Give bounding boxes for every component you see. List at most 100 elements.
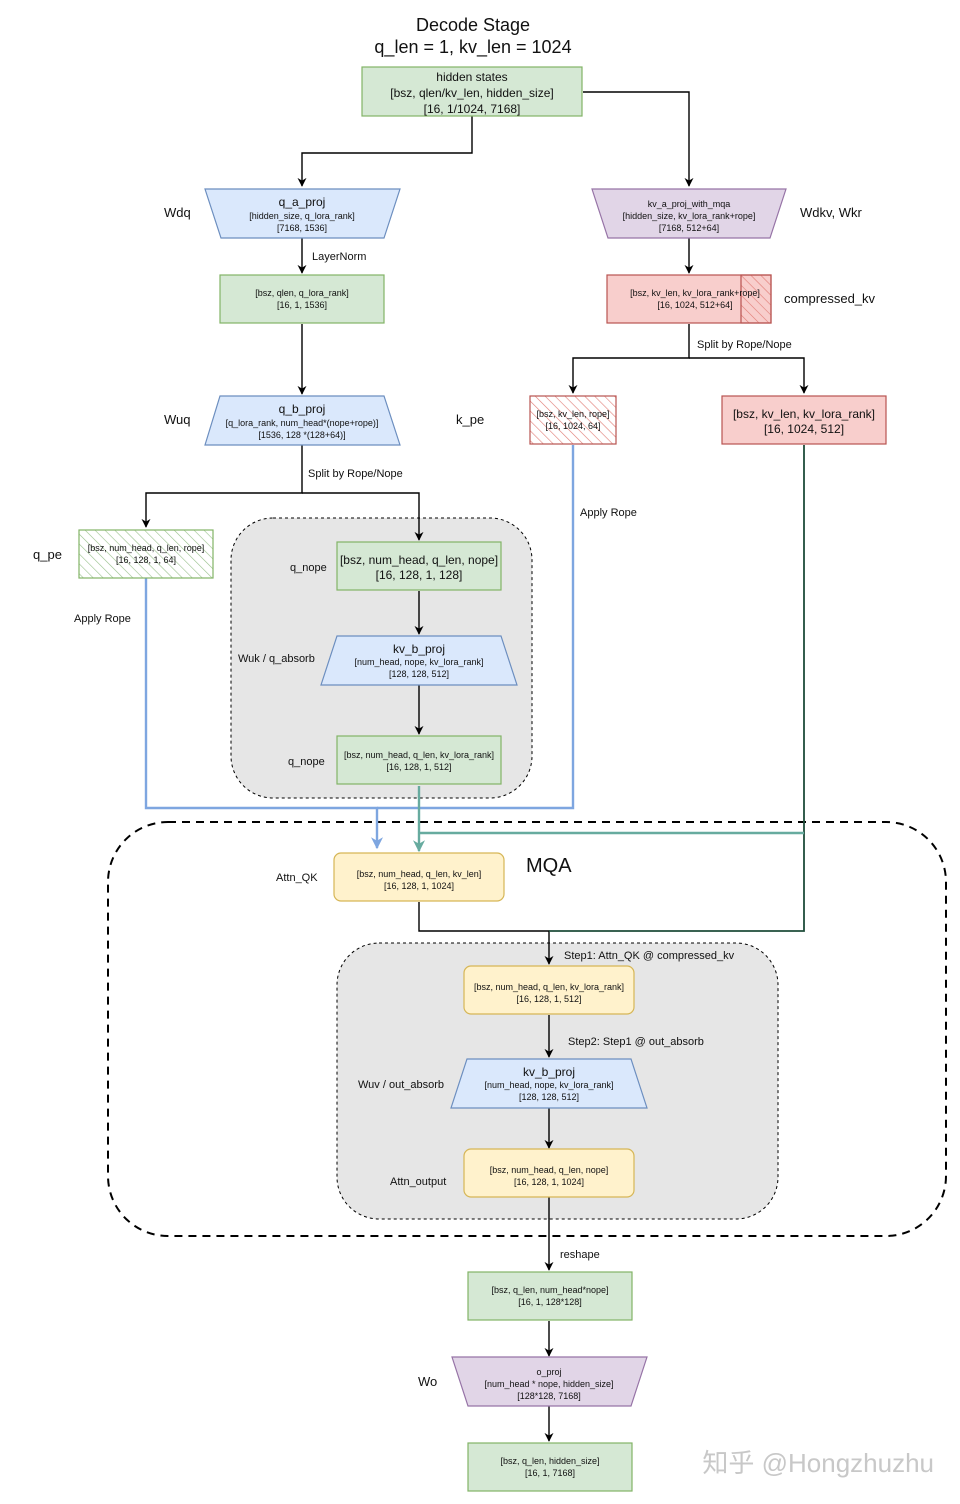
kv-b-proj-2-box <box>450 1058 648 1109</box>
title-line-2: q_len = 1, kv_len = 1024 <box>374 37 571 58</box>
kv-b-proj-1-l1: kv_b_proj <box>393 642 445 656</box>
label-compressed-kv: compressed_kv <box>784 291 876 306</box>
q-b-proj-box <box>204 395 401 446</box>
attn-output-l1: [bsz, num_head, q_len, nope] <box>490 1165 609 1175</box>
o-proj-l1: o_proj <box>536 1367 561 1377</box>
kv-a-proj-box <box>591 188 787 239</box>
q-b-proj-l3: [1536, 128 *(128+64)] <box>258 430 345 440</box>
label-q-nope: q_nope <box>290 562 327 574</box>
label-wdkv-wkr: Wdkv, Wkr <box>800 205 863 220</box>
k-pe-box <box>529 395 617 445</box>
edge-compressed-to-kpe <box>568 324 690 394</box>
attn-output-l2: [16, 128, 1, 1024] <box>514 1177 584 1187</box>
kv-b-proj-2-l1: kv_b_proj <box>523 1065 575 1079</box>
final-output-box <box>467 1442 633 1492</box>
title-line-1: Decode Stage <box>416 15 530 35</box>
label-split-kv: Split by Rope/Nope <box>697 339 792 351</box>
mqa-boundary <box>107 821 947 1237</box>
step1-result-l2: [16, 128, 1, 512] <box>516 994 581 1004</box>
label-wo: Wo <box>418 1374 437 1389</box>
label-step1: Step1: Attn_QK @ compressed_kv <box>564 950 735 962</box>
attn-qk-l1: [bsz, num_head, q_len, kv_len] <box>357 869 482 879</box>
label-wdq: Wdq <box>164 205 191 220</box>
label-mqa: MQA <box>526 855 572 877</box>
kv-latent-l2: [16, 1024, 512] <box>764 422 844 436</box>
o-proj-l2: [num_head * nope, hidden_size] <box>484 1379 613 1389</box>
k-pe-l1: [bsz, kv_len, rope] <box>536 409 609 419</box>
q-lora-l1: [bsz, qlen, q_lora_rank] <box>255 288 349 298</box>
edge-kv-latent-to-step1 <box>549 445 805 932</box>
edge-attnqk-to-step1 <box>418 902 554 965</box>
q-nope-absorbed-box <box>336 735 502 785</box>
q-nope-absorbed-l1: [bsz, num_head, q_len, kv_lora_rank] <box>344 750 494 760</box>
hidden-states-box <box>361 66 583 117</box>
o-proj-l3: [128*128, 7168] <box>517 1391 581 1401</box>
label-wuv-out-absorb: Wuv / out_absorb <box>358 1079 444 1091</box>
label-q-pe: q_pe <box>33 547 62 562</box>
watermark: 知乎 @Hongzhuzhu <box>702 1448 934 1478</box>
hidden-states-l3: [16, 1/1024, 7168] <box>424 102 521 116</box>
kv-a-proj-l3: [7168, 512+64] <box>659 223 719 233</box>
q-lora-l2: [16, 1, 1536] <box>277 300 327 310</box>
q-b-proj-l2: [q_lora_rank, num_head*(nope+rope)] <box>226 418 379 428</box>
label-layernorm: LayerNorm <box>312 251 366 263</box>
kv-b-proj-2-l3: [128, 128, 512] <box>519 1092 579 1102</box>
reshaped-box <box>467 1271 633 1321</box>
reshaped-l2: [16, 1, 128*128] <box>518 1297 582 1307</box>
edge-qb-to-qnope <box>302 492 424 541</box>
k-pe-l2: [16, 1024, 64] <box>545 421 600 431</box>
label-q-nope-absorbed: q_nope <box>288 756 325 768</box>
kv-a-proj-l2: [hidden_size, kv_lora_rank+rope] <box>623 211 756 221</box>
edge-hidden-to-qa <box>297 116 473 187</box>
final-output-l2: [16, 1, 7168] <box>525 1468 575 1478</box>
compressed-kv-rope-part <box>740 274 772 324</box>
compressed-kv-l2: [16, 1024, 512+64] <box>657 300 732 310</box>
q-pe-box <box>78 529 214 579</box>
q-a-proj-l3: [7168, 1536] <box>277 223 327 233</box>
edge-hidden-to-kva <box>583 91 694 187</box>
q-nope-absorbed-l2: [16, 128, 1, 512] <box>386 762 451 772</box>
hidden-states-l2: [bsz, qlen/kv_len, hidden_size] <box>390 86 553 100</box>
reshaped-l1: [bsz, q_len, num_head*nope] <box>491 1285 608 1295</box>
hidden-states-l1: hidden states <box>436 70 507 84</box>
kv-b-proj-1-l3: [128, 128, 512] <box>389 669 449 679</box>
edge-compressed-to-latent <box>689 357 809 394</box>
compressed-kv-l1: [bsz, kv_len, kv_lora_rank+rope] <box>630 288 760 298</box>
q-a-proj-l2: [hidden_size, q_lora_rank] <box>249 211 355 221</box>
q-pe-l2: [16, 128, 1, 64] <box>116 555 176 565</box>
attn-output-box <box>463 1148 635 1198</box>
label-attn-output: Attn_output <box>390 1176 446 1188</box>
q-lora-box <box>219 274 385 324</box>
q-pe-l1: [bsz, num_head, q_len, rope] <box>88 543 205 553</box>
label-apply-rope-q: Apply Rope <box>74 613 131 625</box>
q-nope-box <box>336 541 502 591</box>
label-wuk-q-absorb: Wuk / q_absorb <box>238 653 315 665</box>
step1-result-l1: [bsz, num_head, q_len, kv_lora_rank] <box>474 982 624 992</box>
q-a-proj-box <box>204 188 401 239</box>
label-split-q: Split by Rope/Nope <box>308 468 403 480</box>
label-apply-rope-k: Apply Rope <box>580 507 637 519</box>
kv-latent-l1: [bsz, kv_len, kv_lora_rank] <box>733 407 875 421</box>
label-k-pe: k_pe <box>456 412 484 427</box>
edge-qb-to-qpe <box>141 445 303 528</box>
o-proj-box <box>451 1356 648 1407</box>
kv-b-proj-2-l2: [num_head, nope, kv_lora_rank] <box>484 1080 613 1090</box>
kv-b-proj-1-box <box>320 635 518 686</box>
label-reshape: reshape <box>560 1249 600 1261</box>
q-a-proj-l1: q_a_proj <box>279 195 326 209</box>
q-nope-l1: [bsz, num_head, q_len, nope] <box>340 553 498 567</box>
step1-result-box <box>463 965 635 1015</box>
attn-qk-box <box>333 852 505 902</box>
kv-b-proj-1-l2: [num_head, nope, kv_lora_rank] <box>354 657 483 667</box>
label-step2: Step2: Step1 @ out_absorb <box>568 1036 704 1048</box>
kv-a-proj-l1: kv_a_proj_with_mqa <box>648 199 731 209</box>
label-wuq: Wuq <box>164 412 191 427</box>
q-nope-l2: [16, 128, 1, 128] <box>376 568 463 582</box>
kv-latent-box <box>721 395 887 445</box>
attn-qk-l2: [16, 128, 1, 1024] <box>384 881 454 891</box>
label-attn-qk: Attn_QK <box>276 872 318 884</box>
final-output-l1: [bsz, q_len, hidden_size] <box>500 1456 599 1466</box>
edge-kpe-rope <box>377 445 575 810</box>
q-b-proj-l1: q_b_proj <box>279 402 326 416</box>
